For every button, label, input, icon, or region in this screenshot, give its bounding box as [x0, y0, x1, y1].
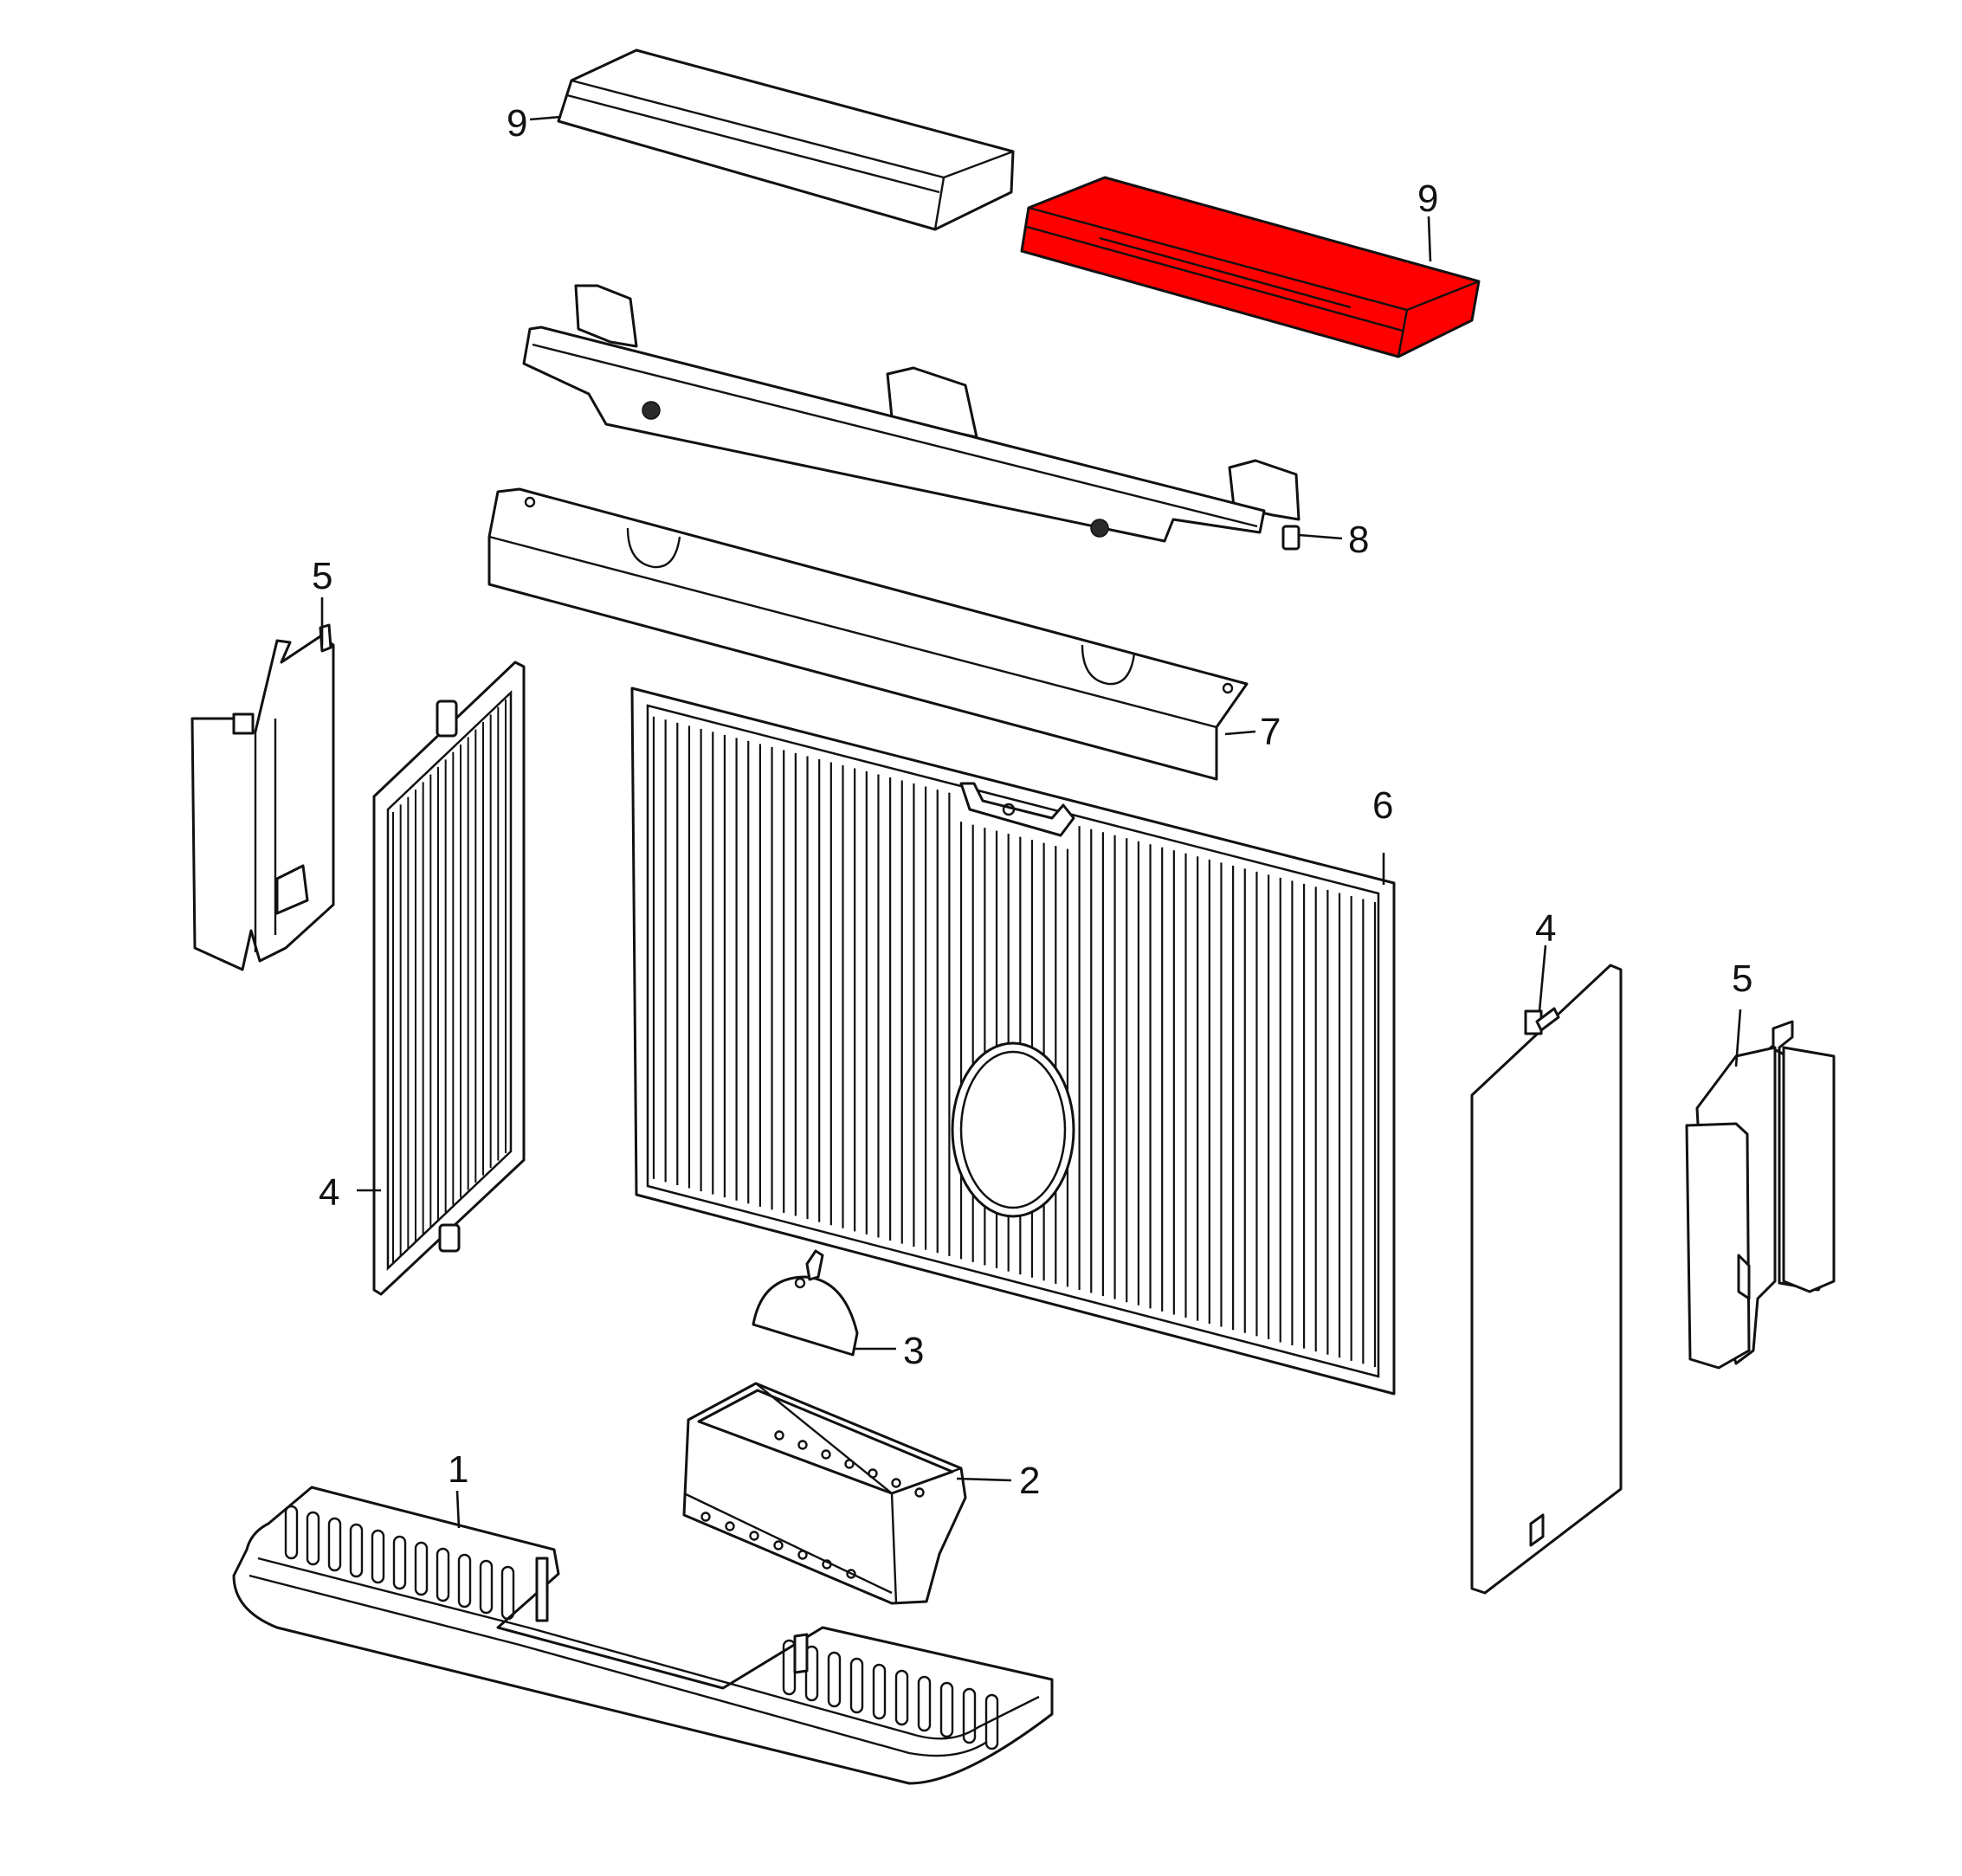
pan-hole	[914, 1487, 925, 1498]
callout-3: 3	[903, 1330, 924, 1372]
grate-slot	[457, 1553, 472, 1608]
grate-slot	[414, 1541, 429, 1596]
grate-slot	[306, 1511, 320, 1566]
grate-slot	[872, 1663, 887, 1720]
pan-hole	[725, 1521, 735, 1531]
grate-slot	[962, 1687, 977, 1744]
pan-hole	[749, 1531, 759, 1541]
callout-2: 2	[1019, 1460, 1040, 1502]
pan-hole	[846, 1569, 856, 1579]
pan-hole	[868, 1468, 878, 1479]
grate-slot	[284, 1505, 299, 1560]
grate-slot	[917, 1675, 932, 1732]
pan-hole	[822, 1559, 832, 1570]
grate-slot	[894, 1669, 909, 1726]
callout-9-right: 9	[1417, 177, 1438, 220]
pan-hole	[700, 1512, 711, 1522]
callout-6: 6	[1372, 784, 1393, 827]
grate-slot	[479, 1559, 494, 1615]
side-bracket-right	[1685, 1020, 1836, 1370]
grate-slot	[984, 1693, 999, 1750]
side-panel-right	[1470, 964, 1623, 1595]
pan-hole	[821, 1449, 831, 1460]
callout-4-left: 4	[319, 1171, 339, 1214]
pan-hole	[773, 1540, 784, 1550]
callout-5-right: 5	[1732, 957, 1752, 1000]
callout-7: 7	[1260, 711, 1281, 753]
grate	[232, 1486, 1054, 1785]
baffle-brick-left	[557, 48, 1015, 231]
pan-hole	[797, 1550, 808, 1560]
baffle-brick-right-highlighted	[1020, 176, 1481, 358]
side-bracket-left	[190, 623, 335, 971]
pan-hole	[844, 1459, 855, 1469]
grate-slot	[392, 1535, 407, 1590]
pan-hole	[774, 1430, 784, 1441]
side-panel-left	[372, 661, 526, 1296]
grate-slot	[349, 1523, 364, 1578]
callout-8: 8	[1348, 519, 1369, 561]
grate-slot	[371, 1529, 385, 1584]
baffle-plate	[487, 487, 1249, 781]
grate-slot	[500, 1565, 515, 1621]
back-panel	[630, 687, 1396, 1396]
ash-pan	[682, 1382, 967, 1605]
grate-slot	[827, 1651, 842, 1708]
callout-1: 1	[448, 1448, 468, 1491]
leader-lines	[320, 115, 1742, 1529]
callout-9-left: 9	[507, 102, 527, 145]
callout-labels: 9 9 8 7 6 5 5 4 4 3 2 1	[312, 102, 1752, 1502]
baffle-support-bracket	[522, 284, 1300, 551]
grate-slot	[939, 1681, 954, 1738]
callout-5-left: 5	[312, 555, 332, 597]
pan-hole	[891, 1478, 901, 1488]
grate-slot	[327, 1517, 342, 1572]
grate-slot	[849, 1657, 864, 1714]
grate-slot	[804, 1645, 819, 1702]
grate-slot	[436, 1547, 450, 1602]
callout-4-right: 4	[1535, 907, 1556, 950]
ash-shovel	[752, 1249, 859, 1357]
pan-hole	[797, 1440, 808, 1450]
